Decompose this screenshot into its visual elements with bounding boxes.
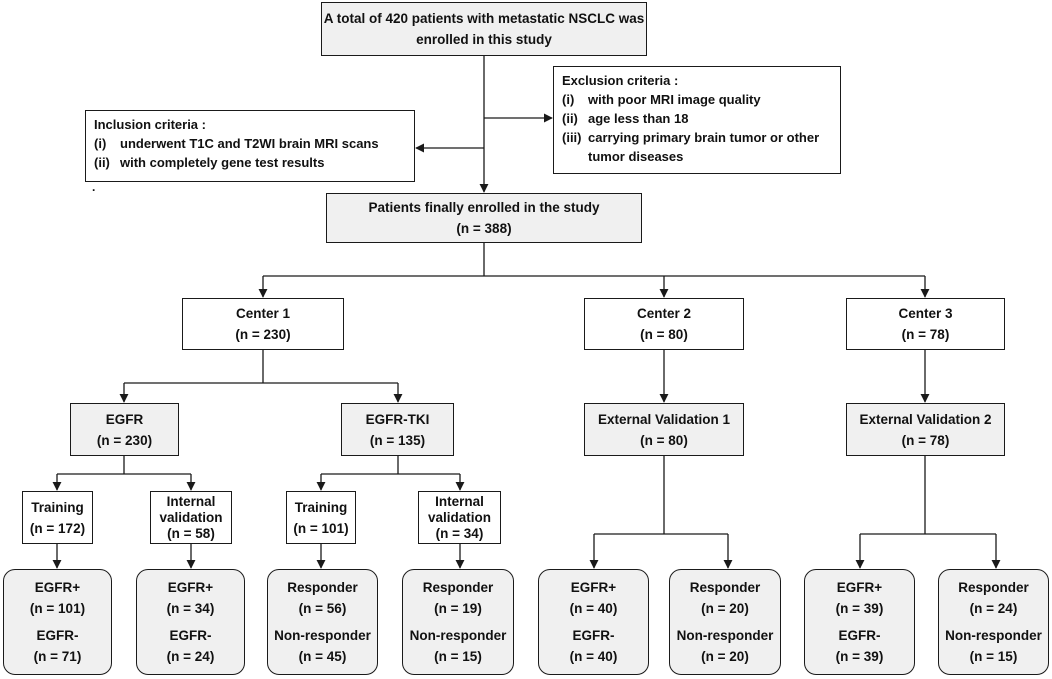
enrollment-line2: enrolled in this study: [416, 32, 552, 47]
exclusion-item: (iii) carrying primary brain tumor or ot…: [562, 130, 820, 145]
inclusion-title: Inclusion criteria :: [94, 117, 206, 132]
exclusion-item: (i) with poor MRI image quality: [562, 92, 761, 107]
outcome-box-ev2-response: Responder(n = 24) Non-responder(n = 15): [938, 569, 1049, 675]
tki-training-box: Training (n = 101): [286, 491, 356, 544]
inclusion-item: (ii) with completely gene test results: [94, 155, 325, 170]
exclusion-title: Exclusion criteria :: [562, 73, 679, 88]
external-validation-2-box: External Validation 2 (n = 78): [846, 403, 1005, 456]
center-3-box: Center 3 (n = 78): [846, 298, 1005, 350]
outcome-box-egfr-validation: EGFR+(n = 34) EGFR-(n = 24): [136, 569, 245, 675]
center-2-box: Center 2 (n = 80): [584, 298, 744, 350]
outcome-box-ev1-egfr: EGFR+(n = 40) EGFR-(n = 40): [538, 569, 649, 675]
outcome-box-ev2-egfr: EGFR+(n = 39) EGFR-(n = 39): [804, 569, 915, 675]
tki-internal-validation-box: Internal validation (n = 34): [418, 491, 501, 544]
inclusion-trailing-mark: .: [92, 180, 96, 194]
outcome-box-tki-validation: Responder(n = 19) Non-responder(n = 15): [402, 569, 514, 675]
egfr-training-box: Training (n = 172): [22, 491, 93, 544]
final-enrolled-n: (n = 388): [456, 221, 512, 236]
final-enrolled-label: Patients finally enrolled in the study: [368, 200, 600, 215]
egfr-internal-validation-box: Internal validation (n = 58): [150, 491, 232, 544]
egfr-box: EGFR (n = 230): [70, 403, 179, 456]
egfr-tki-box: EGFR-TKI (n = 135): [341, 403, 454, 456]
enrollment-box: A total of 420 patients with metastatic …: [321, 2, 647, 56]
inclusion-criteria-box: Inclusion criteria : (i) underwent T1C a…: [85, 110, 415, 182]
external-validation-1-box: External Validation 1 (n = 80): [584, 403, 744, 456]
exclusion-continuation: tumor diseases: [588, 149, 684, 164]
inclusion-item: (i) underwent T1C and T2WI brain MRI sca…: [94, 136, 379, 151]
exclusion-item: (ii) age less than 18: [562, 111, 689, 126]
final-enrolled-box: Patients finally enrolled in the study (…: [326, 193, 642, 243]
outcome-box-tki-training: Responder(n = 56) Non-responder(n = 45): [267, 569, 378, 675]
exclusion-criteria-box: Exclusion criteria : (i) with poor MRI i…: [553, 66, 841, 174]
outcome-box-egfr-training: EGFR+(n = 101) EGFR-(n = 71): [3, 569, 112, 675]
enrollment-line1: A total of 420 patients with metastatic …: [323, 11, 645, 26]
center-1-box: Center 1 (n = 230): [182, 298, 344, 350]
outcome-box-ev1-response: Responder(n = 20) Non-responder(n = 20): [669, 569, 781, 675]
